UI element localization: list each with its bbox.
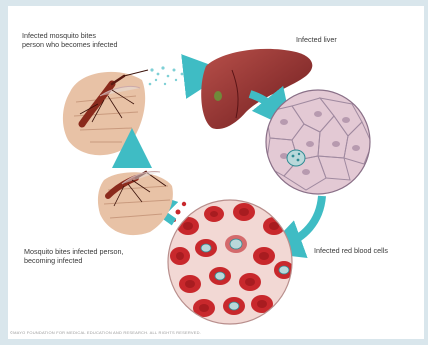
label-infected-liver: Infected liver [296, 36, 337, 45]
label-mosquito-bites-healthy: Infected mosquito bites person who becom… [22, 32, 118, 49]
liver-cells-magnified [266, 90, 372, 194]
sporozoites [149, 66, 188, 85]
label-mosquito-bites-infected: Mosquito bites infected person, becoming… [24, 248, 124, 265]
copyright-notice: ©MAYO FOUNDATION FOR MEDICAL EDUCATION A… [10, 330, 201, 335]
skin-patch-top [63, 72, 145, 155]
red-blood-cells-magnified [168, 200, 294, 324]
label-infected-red-blood-cells: Infected red blood cells [314, 247, 388, 256]
skin-patch-bottom [98, 172, 173, 235]
